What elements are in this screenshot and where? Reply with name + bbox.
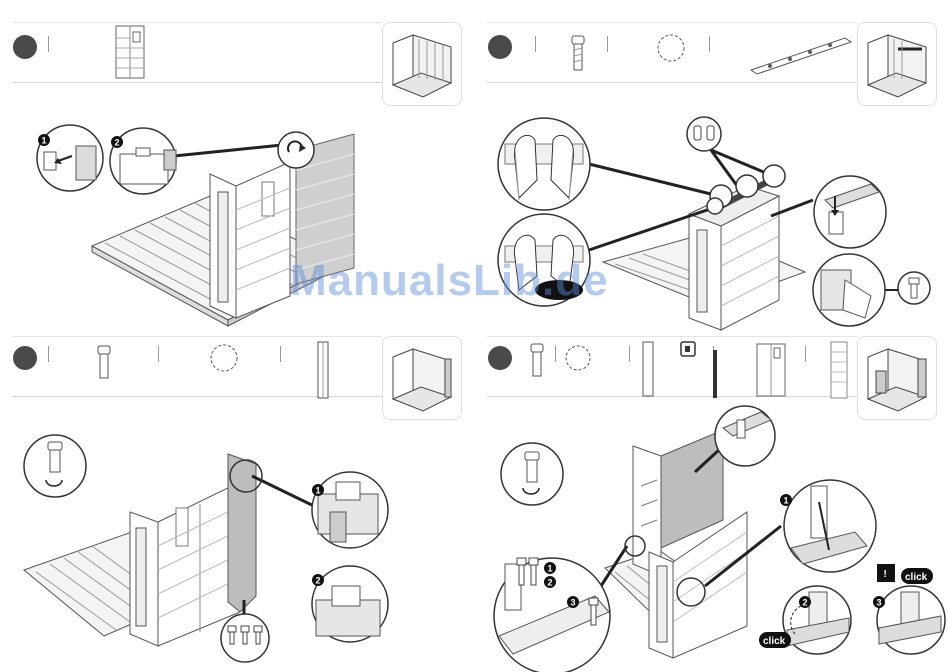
fastener-detail-circle (813, 254, 903, 326)
wall-structure (633, 430, 747, 658)
step-panel-4: 1 2 3 1 2 click (475, 336, 950, 672)
click-detail-circle-2: 2 click (759, 586, 851, 654)
wall-structure (689, 174, 781, 330)
svg-text:1: 1 (316, 486, 321, 496)
click-detail-circle-3: 3 ! click (873, 564, 945, 654)
detail-circle-1: 1 (312, 472, 388, 548)
rotate-detail-circle (278, 132, 314, 168)
progress-thumbnail (857, 22, 937, 106)
wall-corner (210, 162, 290, 318)
post-part-icon (643, 342, 653, 396)
svg-text:3: 3 (877, 598, 882, 608)
progress-thumbnail (382, 22, 462, 106)
svg-text:2: 2 (115, 138, 120, 148)
svg-text:1: 1 (548, 564, 553, 574)
svg-text:1: 1 (784, 496, 789, 506)
svg-text:2: 2 (803, 598, 808, 608)
step-panel-3: 1 2 (0, 336, 475, 672)
detail-circle-2: 2 (110, 128, 176, 194)
detail-circle-1: 1 (37, 125, 103, 191)
svg-text:click: click (763, 636, 786, 647)
leader-line (174, 145, 282, 156)
screw-install-detail-circle (501, 443, 563, 505)
anchor-detail-circle: 1 2 3 (494, 558, 610, 672)
svg-text:!: ! (884, 569, 887, 580)
rail-part-icon (751, 38, 851, 74)
screw-part-icon (531, 344, 543, 376)
progress-thumbnail (857, 336, 937, 420)
svg-text:click: click (905, 572, 928, 583)
wall-panel-part-icon (116, 26, 144, 78)
svg-text:3: 3 (571, 598, 576, 608)
post-part-icon (318, 342, 328, 398)
svg-text:1: 1 (42, 136, 47, 146)
wall-panel-part-icon (757, 344, 785, 396)
bracket-detail-circle (814, 176, 886, 248)
watermark-text: ManualsLib.de (290, 256, 609, 306)
screw-part-icon (98, 346, 110, 378)
progress-thumbnail (382, 336, 462, 420)
hands-detail-circle-1 (498, 118, 590, 210)
corner-post-part-icon (681, 342, 717, 398)
detail-circle-2: 2 (312, 566, 388, 642)
screw-detail-circle (898, 272, 930, 304)
top-corner-detail-circle (715, 406, 775, 466)
screw-pair-detail-circle (687, 117, 721, 151)
screw-install-detail-circle (24, 435, 86, 497)
wrench-detail-circle: 1 (780, 480, 876, 572)
screw-part-icon (572, 36, 584, 70)
ring-part-icon (566, 346, 590, 370)
narrow-panel-part-icon (831, 342, 847, 398)
svg-text:2: 2 (316, 576, 321, 586)
svg-text:2: 2 (548, 578, 553, 588)
three-screws-detail-circle (221, 614, 269, 662)
ring-part-icon (211, 345, 237, 371)
ring-part-icon (658, 35, 684, 61)
